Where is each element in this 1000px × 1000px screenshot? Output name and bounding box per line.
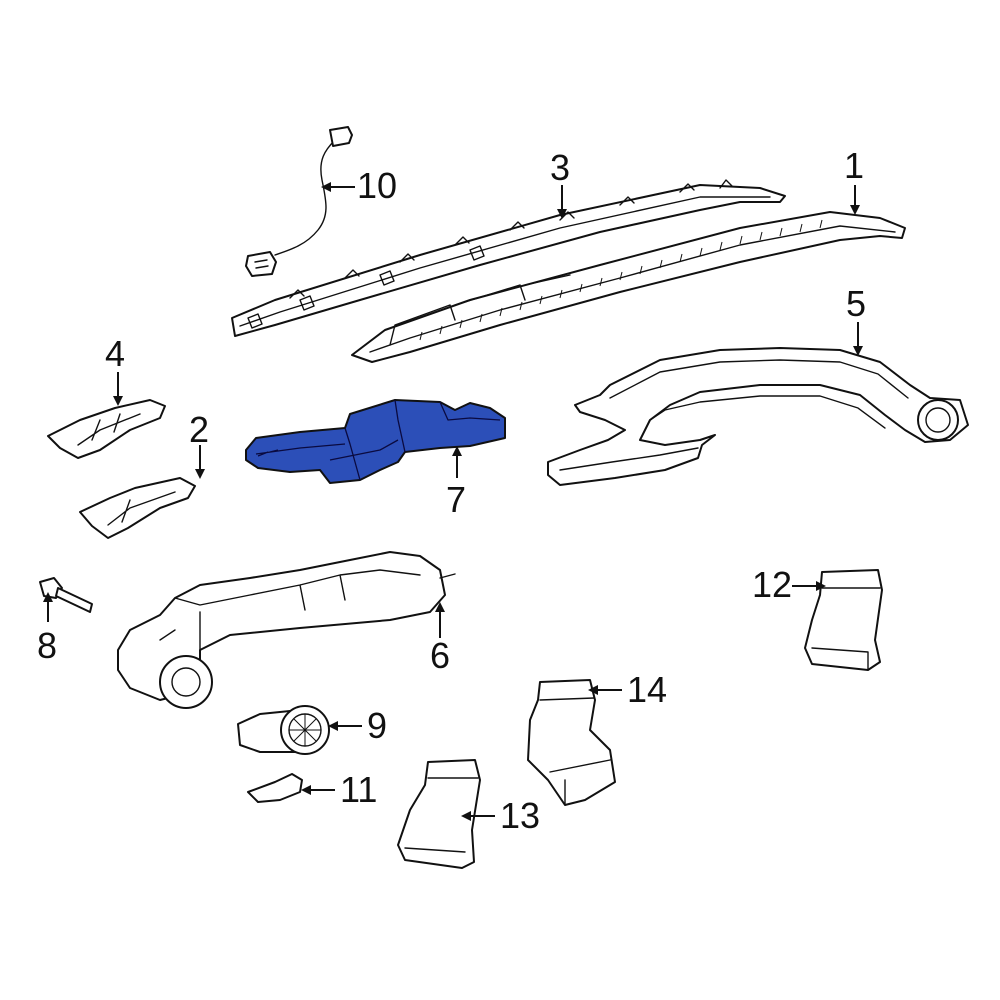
part-4-bracket[interactable] [47, 399, 166, 459]
part-14-duct-adapter[interactable] [527, 679, 616, 806]
callout-10: 10 [357, 165, 397, 206]
part-12-duct-adapter[interactable] [804, 569, 883, 671]
callout-13: 13 [500, 795, 540, 836]
callout-7: 7 [446, 479, 466, 520]
part-13-duct-adapter[interactable] [397, 759, 481, 869]
callout-5: 5 [846, 283, 866, 324]
part-6-lower-duct[interactable] [117, 551, 456, 709]
part-1-lower-duct[interactable] [351, 211, 906, 363]
callout-12: 12 [752, 564, 792, 605]
callout-3: 3 [550, 147, 570, 188]
part-7-highlighted-duct[interactable] [245, 399, 506, 484]
part-9-vent-motor[interactable] [237, 705, 330, 755]
part-11-clip[interactable] [247, 773, 303, 803]
part-5-curved-duct[interactable] [547, 347, 969, 486]
callout-labels: 1 2 3 4 5 6 7 8 9 10 11 12 13 14 [37, 145, 866, 836]
callout-leaders [43, 182, 863, 821]
callout-8: 8 [37, 625, 57, 666]
callout-9: 9 [367, 705, 387, 746]
part-10-wire-harness[interactable] [245, 126, 353, 277]
callout-6: 6 [430, 635, 450, 676]
callout-4: 4 [105, 333, 125, 374]
part-3-upper-duct[interactable] [231, 179, 786, 337]
callout-14: 14 [627, 669, 667, 710]
callout-11: 11 [340, 769, 377, 810]
part-2-bracket[interactable] [79, 477, 196, 539]
callout-2: 2 [189, 409, 209, 450]
callout-1: 1 [844, 145, 864, 186]
part-7-body [245, 399, 506, 484]
